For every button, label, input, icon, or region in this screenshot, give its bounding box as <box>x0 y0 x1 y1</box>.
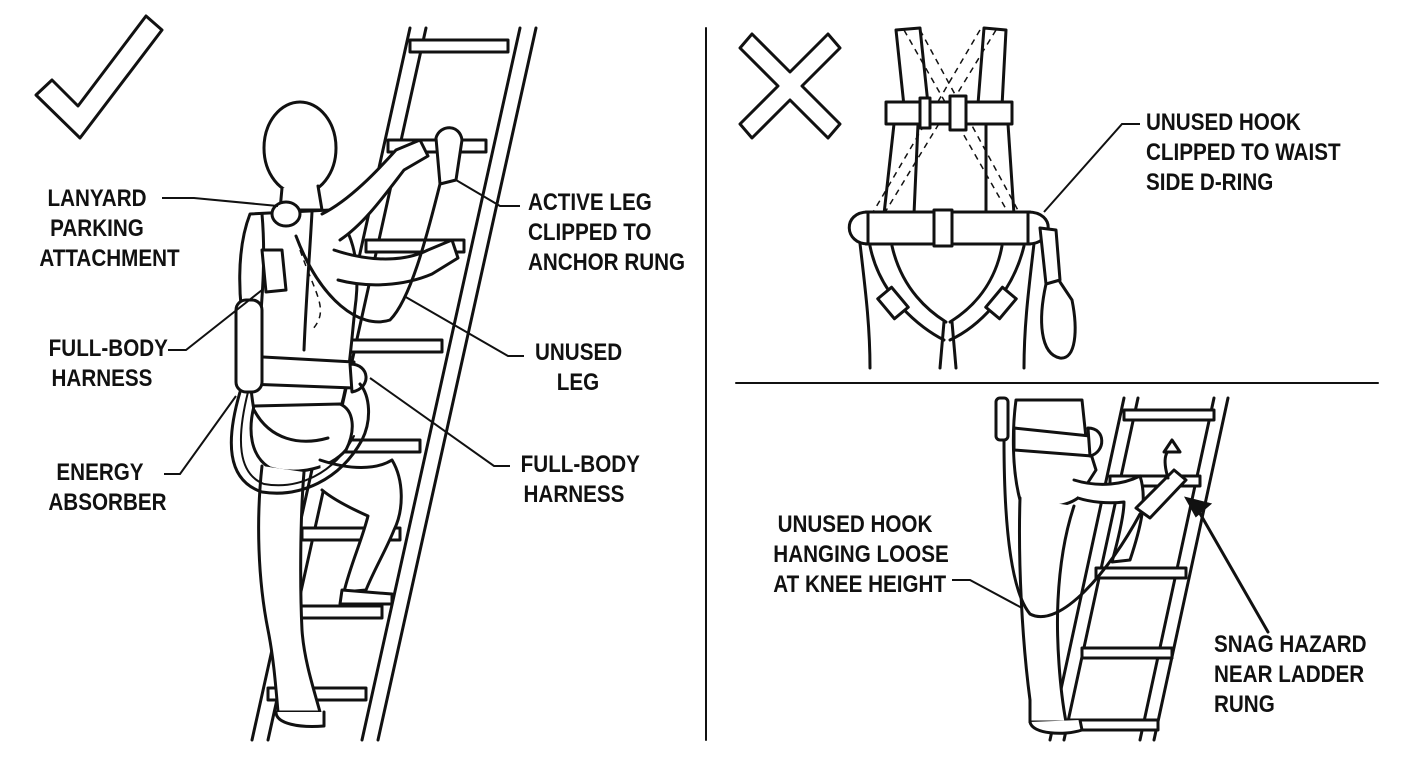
leader-harness-left <box>168 289 263 351</box>
checkmark-icon <box>34 14 164 140</box>
label-line: ANCHOR RUNG <box>528 249 686 276</box>
label-line: UNUSED HOOK <box>1146 109 1301 136</box>
label-waist-hook: UNUSED HOOK CLIPPED TO WAIST SIDE D-RING <box>1146 108 1341 198</box>
label-line: FULL-BODY <box>520 451 640 478</box>
label-line: FULL-BODY <box>48 335 168 362</box>
label-energy-absorber: ENERGY ABSORBER <box>48 458 167 518</box>
correct-harness <box>244 200 368 443</box>
label-line: PARKING <box>50 215 144 242</box>
leader-waist-hook <box>1043 123 1140 213</box>
label-line: LEG <box>556 369 600 396</box>
snag-arrow-icon <box>1184 496 1270 634</box>
label-snag-hazard: SNAG HAZARD NEAR LADDER RUNG <box>1214 630 1369 720</box>
label-loose-hook: UNUSED HOOK HANGING LOOSE AT KNEE HEIGHT <box>773 510 949 600</box>
leader-harness-right <box>369 377 510 467</box>
snag-worker-lower-body <box>994 396 1145 735</box>
label-unused-leg: UNUSED LEG <box>535 338 623 398</box>
cross-icon <box>738 32 842 140</box>
label-line: ENERGY <box>56 459 144 486</box>
label-line: HARNESS <box>523 481 625 508</box>
leader-unused-leg <box>403 295 524 357</box>
label-line: ATTACHMENT <box>39 245 180 272</box>
label-full-body-harness-right: FULL-BODY HARNESS <box>520 450 640 510</box>
label-line: ABSORBER <box>48 489 167 516</box>
label-line: CLIPPED TO <box>528 219 652 246</box>
label-line: UNUSED HOOK <box>777 511 933 538</box>
label-line: CLIPPED TO WAIST <box>1146 139 1341 166</box>
snag-ladder <box>1048 396 1230 742</box>
leader-absorber <box>164 395 237 475</box>
label-line: SIDE D-RING <box>1146 169 1274 196</box>
label-line: RUNG <box>1214 691 1275 718</box>
correct-worker-figure <box>238 100 460 728</box>
label-line: LANYARD <box>47 185 147 212</box>
leader-parking <box>162 197 279 207</box>
label-full-body-harness-left: FULL-BODY HARNESS <box>48 334 168 394</box>
label-line: NEAR LADDER <box>1214 661 1365 688</box>
label-line: AT KNEE HEIGHT <box>773 571 947 598</box>
label-active-leg: ACTIVE LEG CLIPPED TO ANCHOR RUNG <box>528 188 686 278</box>
label-line: ACTIVE LEG <box>528 189 652 216</box>
harness-front-figure <box>847 26 1050 370</box>
label-line: HARNESS <box>51 365 153 392</box>
loose-hook-lanyard <box>1002 438 1188 618</box>
waist-clipped-hook <box>1038 226 1077 360</box>
leader-loose-hook <box>952 579 1023 609</box>
label-line: UNUSED <box>535 339 623 366</box>
leader-active-leg <box>455 179 520 207</box>
label-line: SNAG HAZARD <box>1214 631 1367 658</box>
label-line: HANGING LOOSE <box>773 541 949 568</box>
label-lanyard-parking: LANYARD PARKING ATTACHMENT <box>39 184 180 274</box>
